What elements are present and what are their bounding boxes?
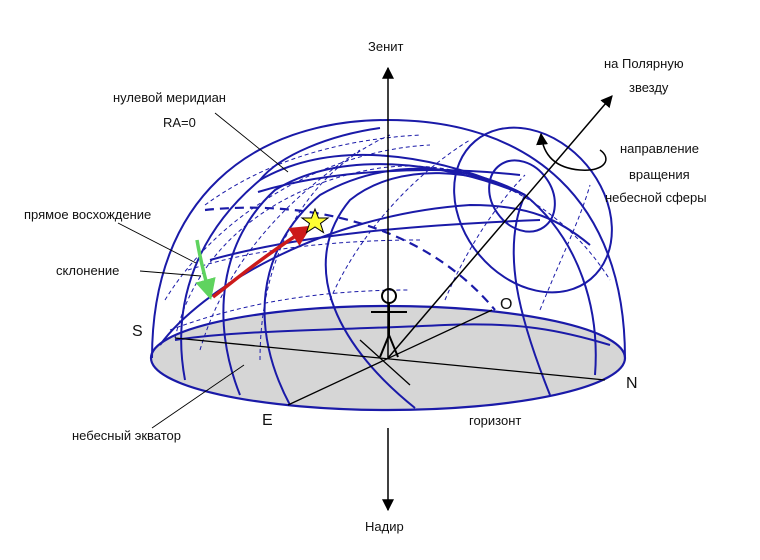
south-label: S xyxy=(132,323,143,340)
north-label: N xyxy=(626,375,638,392)
zero-meridian-label-line1: нулевой меридиан xyxy=(113,90,226,105)
west-label: O xyxy=(500,296,512,313)
nadir-label: Надир xyxy=(365,519,404,534)
celestial-equator-back xyxy=(204,206,496,311)
rotation-label-line2: вращения xyxy=(629,167,690,182)
declination-arc xyxy=(195,239,216,301)
zenith-label: Зенит xyxy=(368,39,404,54)
right-ascension-arc xyxy=(211,225,312,299)
observer-icon xyxy=(371,288,407,358)
east-label: E xyxy=(262,412,273,429)
declination-label: склонение xyxy=(56,263,119,278)
rotation-label-line3: небесной сферы xyxy=(605,190,707,205)
celestial-equator-label: небесный экватор xyxy=(72,428,181,443)
polar-axis xyxy=(387,95,613,359)
declination-circles xyxy=(174,126,613,346)
polar-star-label-line2: звезду xyxy=(629,80,669,95)
star-icon xyxy=(300,207,330,234)
label-pointers xyxy=(117,112,289,429)
rotation-label-line1: направление xyxy=(620,141,699,156)
right-ascension-label: прямое восхождение xyxy=(24,207,151,222)
horizon-label: горизонт xyxy=(469,413,521,428)
zero-meridian-label-line2: RA=0 xyxy=(163,115,196,130)
horizon-axes xyxy=(174,309,606,406)
rotation-arrow-icon xyxy=(536,132,607,171)
polar-star-label-line1: на Полярную xyxy=(604,56,684,71)
